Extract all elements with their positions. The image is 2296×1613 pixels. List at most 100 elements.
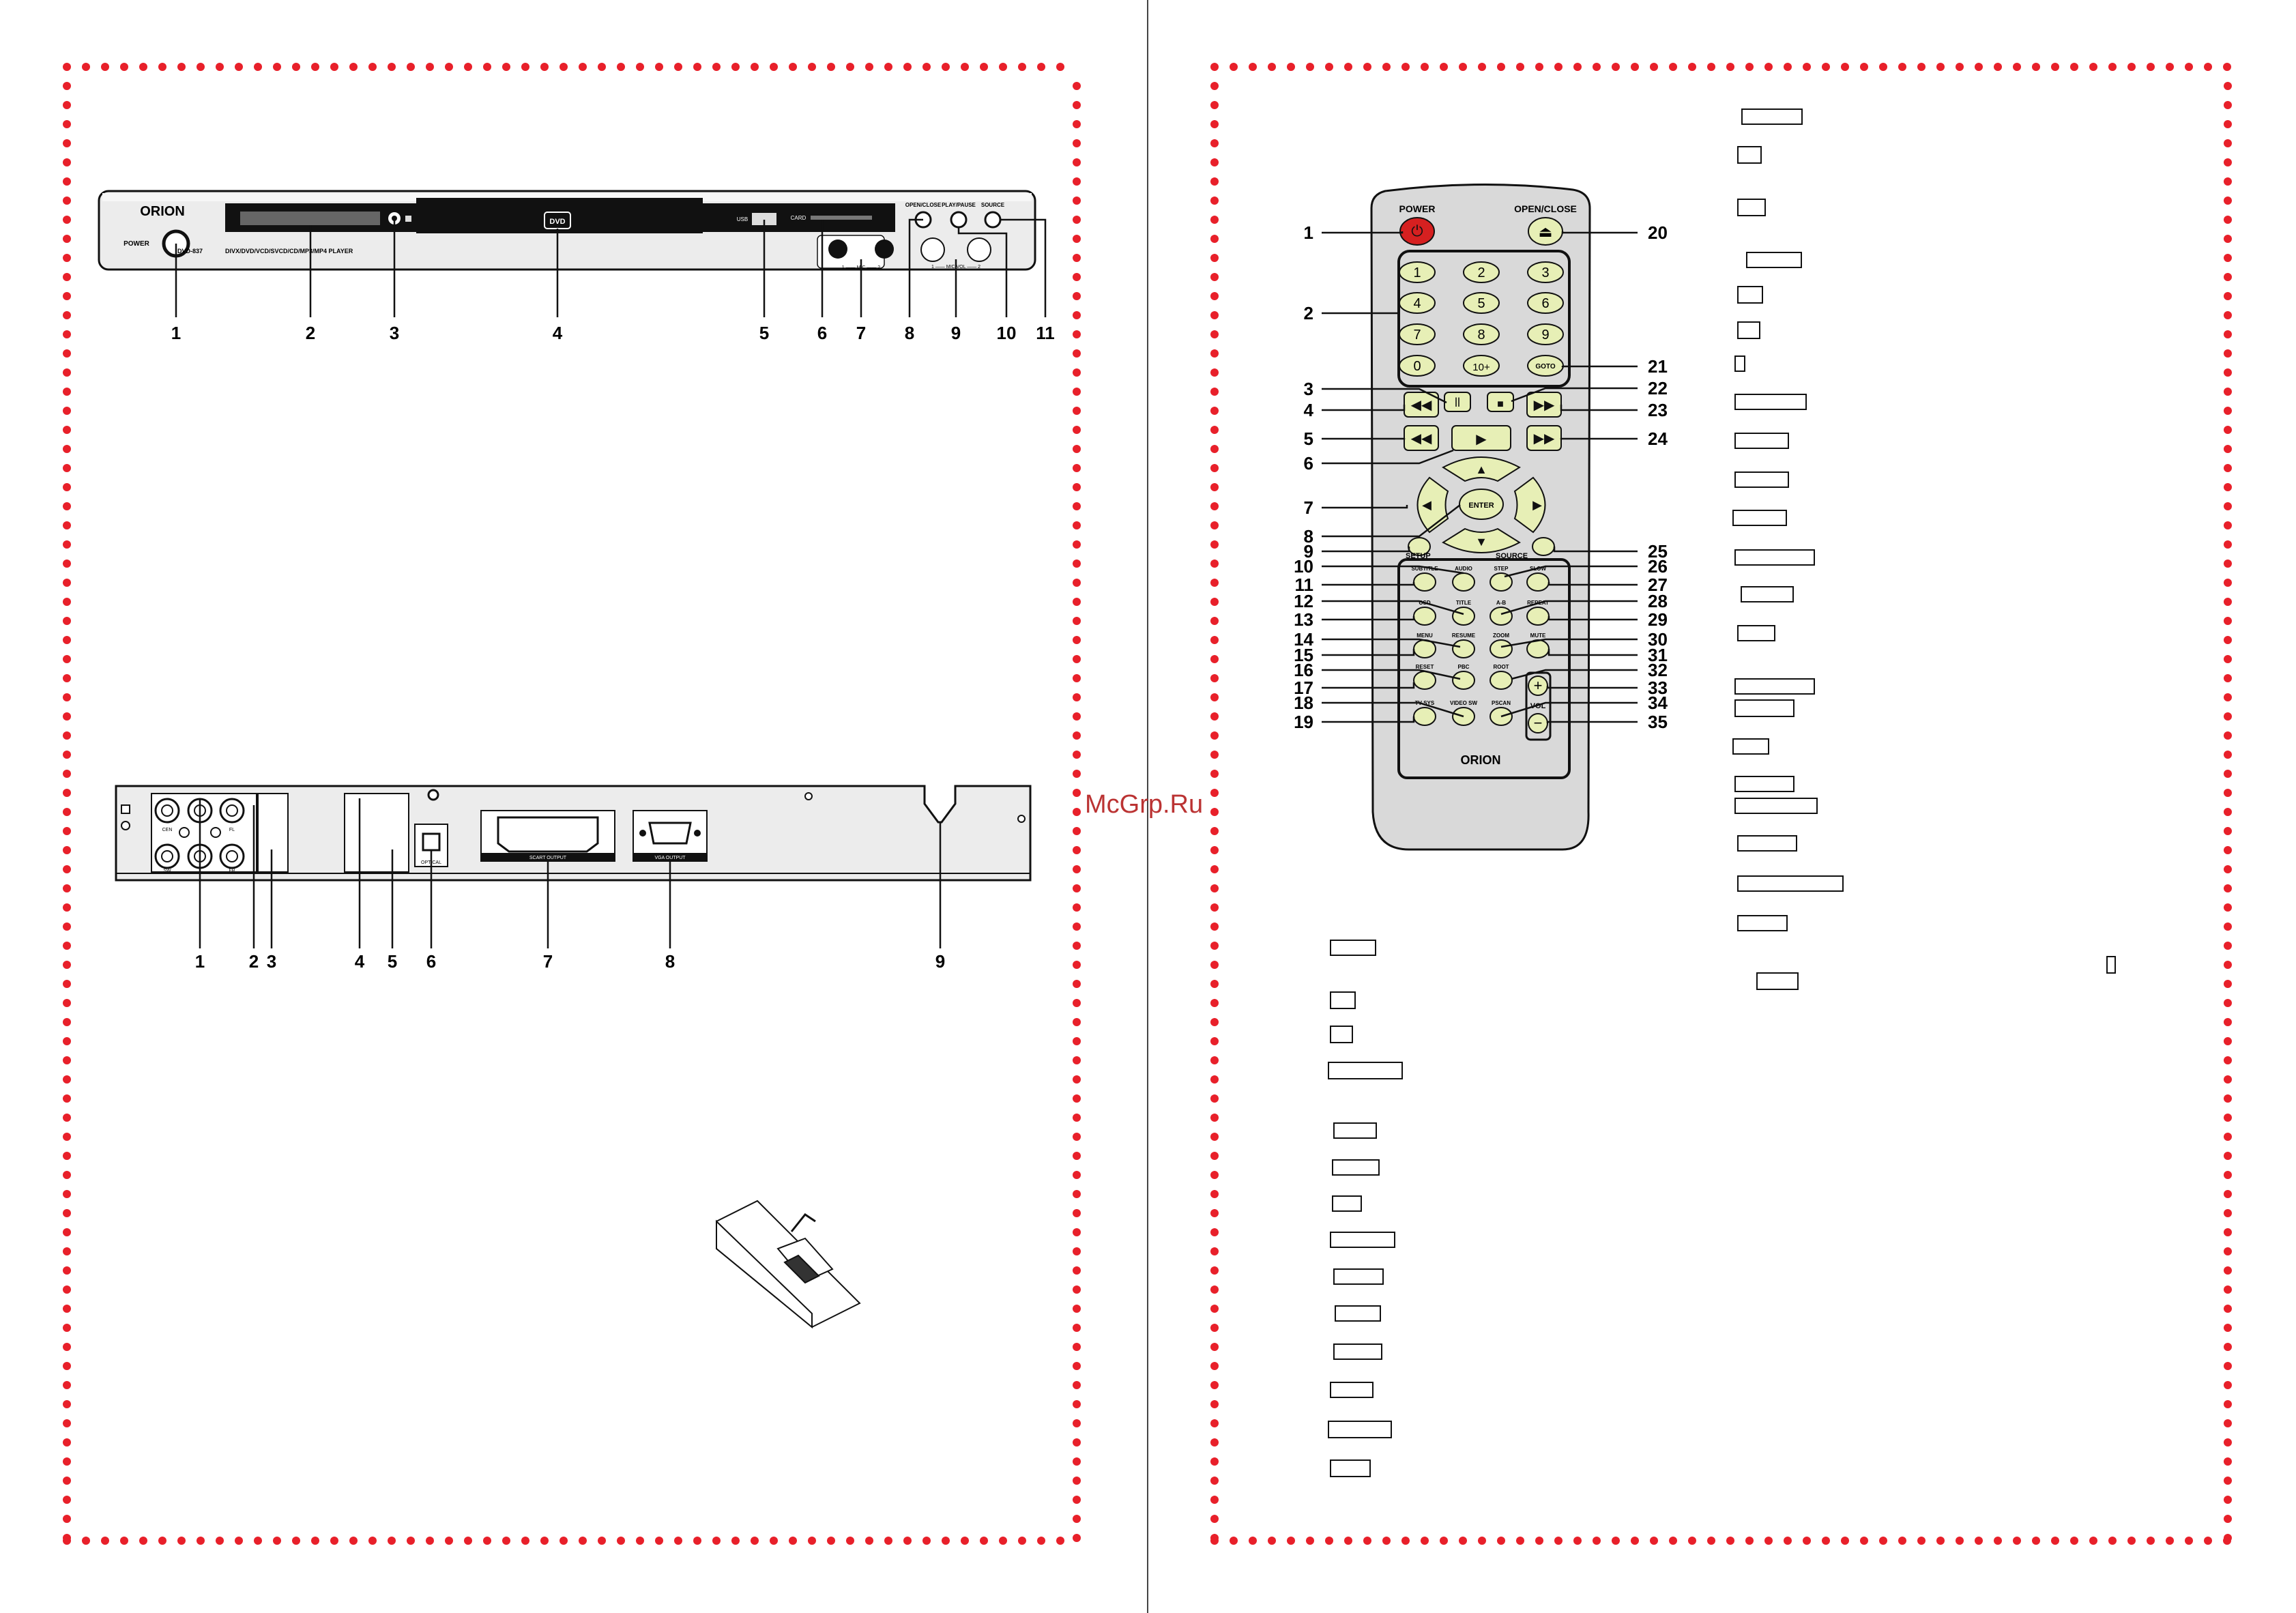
blank-text-box <box>1734 355 1745 372</box>
blank-text-box <box>1737 199 1766 216</box>
remote-callout-right: 34 <box>1648 693 1668 713</box>
num-key <box>1527 292 1564 314</box>
function-key <box>1413 607 1436 626</box>
remote-callout-left: 16 <box>1294 660 1313 680</box>
num-key <box>1399 261 1436 283</box>
nav-ring <box>1416 456 1546 553</box>
mic-vol-1-knob <box>920 237 945 262</box>
blank-text-box <box>1737 625 1775 641</box>
remote-callout-right: 29 <box>1648 609 1668 630</box>
blank-text-box <box>1335 1305 1381 1322</box>
num-key <box>1463 323 1500 345</box>
play-pause-button <box>950 211 968 229</box>
num-key-label: 0 <box>1413 359 1421 374</box>
function-key <box>1452 671 1475 690</box>
remote-power-label: POWER <box>1399 203 1436 214</box>
remote-callout-right: 27 <box>1648 575 1668 595</box>
rear-callout: 2 <box>249 951 259 972</box>
remote-callout-right: 31 <box>1648 645 1668 665</box>
function-key-label: ROOT <box>1493 664 1509 670</box>
blank-text-box <box>1734 471 1789 488</box>
front-panel-diagram: ORION POWER DVD USB CARD DVD-837 DIVX/DV… <box>98 190 1055 343</box>
function-key <box>1526 607 1550 626</box>
front-callout: 11 <box>1036 323 1055 343</box>
front-callout: 3 <box>390 323 399 343</box>
num-key-label: 7 <box>1413 328 1421 343</box>
num-key-label: 10+ <box>1472 362 1490 373</box>
blank-text-box <box>1330 1026 1353 1043</box>
battery-insert-illustration <box>716 1200 861 1329</box>
num-key-label: 1 <box>1413 265 1421 280</box>
usb-label: USB <box>737 216 748 222</box>
enter-label: ENTER <box>1468 502 1494 510</box>
card-label: CARD <box>791 215 806 221</box>
num-key-label: 9 <box>1541 328 1549 343</box>
svg-text:▶: ▶ <box>1532 498 1542 512</box>
function-key <box>1413 671 1436 690</box>
rear-callout: 8 <box>665 951 675 972</box>
remote-open-close-label: OPEN/CLOSE <box>1514 203 1577 214</box>
down-key <box>1442 527 1521 553</box>
dvd-logo: DVD <box>549 218 565 226</box>
blank-text-box <box>1328 1421 1392 1438</box>
blank-text-box <box>1741 108 1803 125</box>
enter-key <box>1459 489 1504 520</box>
remote-callout-left: 3 <box>1304 379 1313 399</box>
remote-callout-right: 24 <box>1648 428 1668 449</box>
blank-text-box <box>1737 286 1763 304</box>
svg-text:◀◀: ◀◀ <box>1411 398 1432 413</box>
remote-callout-left: 6 <box>1304 453 1313 474</box>
svg-text:◀◀: ◀◀ <box>1411 431 1432 446</box>
goto-label: GOTO <box>1535 363 1555 370</box>
remote-callout-left: 2 <box>1304 303 1313 323</box>
function-key-label: ZOOM <box>1493 633 1509 639</box>
front-callout: 10 <box>997 323 1017 343</box>
num-key <box>1399 355 1436 377</box>
function-key <box>1490 607 1513 626</box>
function-key <box>1490 572 1513 592</box>
svg-text:ll: ll <box>1455 396 1460 409</box>
remote-callout-right: 33 <box>1648 678 1668 698</box>
function-key <box>1452 607 1475 626</box>
rear-jack-label: SW <box>163 869 171 873</box>
front-brand: ORION <box>140 204 185 219</box>
function-key-label: AUDIO <box>1455 566 1472 572</box>
num-key-label: 6 <box>1541 296 1549 311</box>
rear-callout: 4 <box>355 951 365 972</box>
open-close-label: OPEN/CLOSE <box>905 202 942 208</box>
remote-callout-right: 21 <box>1648 356 1668 377</box>
remote-callout-left: 10 <box>1294 556 1313 577</box>
remote-callout-left: 17 <box>1294 678 1313 698</box>
num-key-label: 3 <box>1541 265 1549 280</box>
blank-text-box <box>1737 875 1844 892</box>
blank-reference-boxes <box>1328 108 2116 1477</box>
remote-callout-right: 25 <box>1648 541 1668 562</box>
mic-1-jack <box>828 239 847 259</box>
rear-callout: 6 <box>426 951 436 972</box>
function-key <box>1490 671 1513 690</box>
svg-text:■: ■ <box>1497 398 1504 410</box>
blank-text-box <box>1732 510 1787 526</box>
remote-callout-right: 32 <box>1648 660 1668 680</box>
function-key <box>1413 639 1436 658</box>
blank-text-box <box>1333 1268 1384 1285</box>
front-callout: 9 <box>951 323 961 343</box>
num-key <box>1463 355 1500 377</box>
front-callout: 6 <box>817 323 827 343</box>
function-key <box>1413 707 1436 726</box>
transport-keys <box>1404 392 1562 451</box>
function-key <box>1452 572 1475 592</box>
rear-callout: 5 <box>388 951 397 972</box>
blank-text-box <box>1734 699 1794 717</box>
blank-text-box <box>1330 1459 1371 1477</box>
blank-text-box <box>1330 1382 1374 1398</box>
watermark: McGrp.Ru <box>1085 790 1204 819</box>
card-slot <box>811 216 872 220</box>
remote-brand: ORION <box>1460 753 1500 767</box>
play-pause-label: PLAY/PAUSE <box>942 202 976 208</box>
blank-text-box <box>1741 586 1794 602</box>
blank-text-box <box>1333 1122 1377 1139</box>
blank-text-box <box>1734 394 1807 410</box>
num-key-label: 2 <box>1477 265 1485 280</box>
svg-text:▼: ▼ <box>1475 535 1487 549</box>
